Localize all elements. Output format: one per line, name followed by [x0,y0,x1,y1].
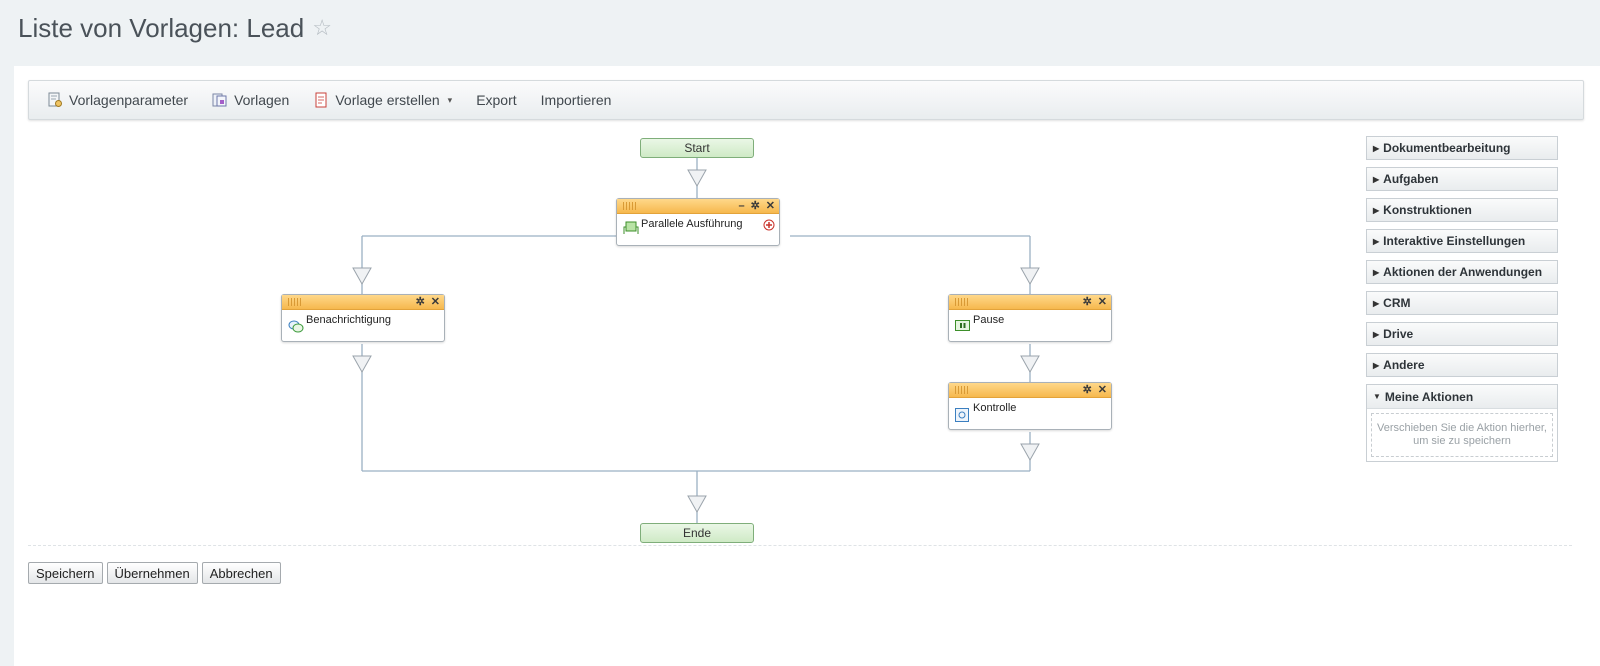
block-header[interactable]: ✲ ✕ [949,383,1111,398]
panel-item-label: CRM [1383,296,1411,310]
block-label: Parallele Ausführung [641,218,743,230]
caret-right-icon: ▶ [1373,329,1380,339]
end-node[interactable]: Ende [640,523,754,543]
import-button[interactable]: Importieren [541,92,612,108]
caret-right-icon: ▶ [1373,236,1380,246]
dropdown-caret-icon: ▾ [447,94,453,105]
add-branch-icon[interactable] [763,219,775,231]
panel-item-label: Konstruktionen [1383,203,1472,217]
block-header[interactable]: ✲ ✕ [949,295,1111,310]
close-icon[interactable]: ✕ [430,296,440,308]
actions-panel: ▶Dokumentbearbeitung ▶Aufgaben ▶Konstruk… [1366,136,1558,462]
minimize-icon[interactable]: – [738,200,745,212]
arrow-down-icon [1020,267,1040,286]
caret-right-icon: ▶ [1373,267,1380,277]
close-icon[interactable]: ✕ [765,200,775,212]
pause-block[interactable]: ✲ ✕ Pause [948,294,1112,342]
create-template-button[interactable]: Vorlage erstellen ▾ [313,92,452,108]
panel-item-label: Meine Aktionen [1384,389,1474,404]
block-header[interactable]: – ✲ ✕ [617,199,779,214]
new-document-icon [315,92,327,108]
block-label: Kontrolle [973,402,1017,414]
panel-item-label: Interaktive Einstellungen [1383,234,1526,248]
panel-item-document-editing[interactable]: ▶Dokumentbearbeitung [1366,136,1558,160]
panel-item-drive[interactable]: ▶Drive [1366,322,1558,346]
my-actions-section: ▼Meine Aktionen Verschieben Sie die Akti… [1366,384,1558,462]
close-icon[interactable]: ✕ [1097,296,1107,308]
arrow-down-icon [1020,443,1040,462]
templates-label: Vorlagen [234,92,290,108]
block-header[interactable]: ✲ ✕ [282,295,444,310]
control-block[interactable]: ✲ ✕ Kontrolle [948,382,1112,430]
arrow-down-icon [352,267,372,286]
close-icon[interactable]: ✕ [1097,384,1107,396]
connector-lines [352,158,1040,523]
workflow-designer: Start – ✲ ✕ Parallele Ausführung [28,132,1368,562]
control-icon [955,408,969,422]
divider [28,545,1572,546]
panel-item-other[interactable]: ▶Andere [1366,353,1558,377]
panel-item-label: Drive [1383,327,1414,341]
gear-icon[interactable]: ✲ [415,296,425,308]
create-template-label: Vorlage erstellen [335,92,440,108]
caret-right-icon: ▶ [1373,143,1380,153]
panel-item-constructions[interactable]: ▶Konstruktionen [1366,198,1558,222]
template-parameters-button[interactable]: Vorlagenparameter [47,92,188,108]
save-button[interactable]: Speichern [28,562,103,584]
cancel-button[interactable]: Abbrechen [201,562,281,584]
caret-right-icon: ▶ [1373,360,1380,370]
caret-right-icon: ▶ [1373,174,1380,184]
pause-icon [955,320,970,331]
drag-handle[interactable] [955,386,969,394]
panel-item-my-actions[interactable]: ▼Meine Aktionen [1367,385,1557,409]
caret-right-icon: ▶ [1373,298,1380,308]
export-label: Export [476,92,517,108]
gear-icon[interactable]: ✲ [1082,384,1092,396]
templates-icon [212,93,227,107]
chat-bubbles-icon [288,320,304,333]
arrow-down-icon [687,495,707,514]
parallel-execution-block[interactable]: – ✲ ✕ Parallele Ausführung [616,198,780,246]
star-icon[interactable]: ☆ [312,15,332,40]
template-parameters-label: Vorlagenparameter [69,92,189,108]
parallel-icon [623,221,639,234]
drag-handle[interactable] [288,298,302,306]
panel-item-interactive-settings[interactable]: ▶Interaktive Einstellungen [1366,229,1558,253]
drag-handle[interactable] [955,298,969,306]
toolbar: Vorlagenparameter Vorlagen Vorlage erste… [28,80,1584,120]
panel-item-crm[interactable]: ▶CRM [1366,291,1558,315]
panel-item-label: Andere [1383,358,1425,372]
arrow-down-icon [687,169,707,188]
page-title: Liste von Vorlagen: Lead ☆ [18,10,332,46]
templates-button[interactable]: Vorlagen [212,92,289,108]
arrow-down-icon [352,355,372,374]
panel-item-label: Aktionen der Anwendungen [1383,265,1543,279]
panel-item-tasks[interactable]: ▶Aufgaben [1366,167,1558,191]
block-label: Pause [973,314,1005,326]
arrow-down-icon [1020,355,1040,374]
start-node[interactable]: Start [640,138,754,158]
caret-down-icon: ▼ [1373,392,1381,401]
block-label: Benachrichtigung [306,314,392,326]
panel-item-label: Aufgaben [1383,172,1439,186]
settings-document-icon [48,92,62,107]
caret-right-icon: ▶ [1373,205,1380,215]
drag-handle[interactable] [623,202,637,210]
page-title-text: Liste von Vorlagen: Lead [18,12,305,43]
gear-icon[interactable]: ✲ [1082,296,1092,308]
notification-block[interactable]: ✲ ✕ Benachrichtigung [281,294,445,342]
panel-item-label: Dokumentbearbeitung [1383,141,1511,155]
form-buttons: Speichern Übernehmen Abbrechen [28,562,281,584]
workarea: Vorlagenparameter Vorlagen Vorlage erste… [14,66,1600,666]
apply-button[interactable]: Übernehmen [106,562,198,584]
panel-item-app-actions[interactable]: ▶Aktionen der Anwendungen [1366,260,1558,284]
export-button[interactable]: Export [476,92,516,108]
drop-hint: Verschieben Sie die Aktion hierher, um s… [1376,422,1547,447]
my-actions-drop-zone[interactable]: Verschieben Sie die Aktion hierher, um s… [1371,413,1553,457]
import-label: Importieren [540,92,612,108]
gear-icon[interactable]: ✲ [750,200,760,212]
